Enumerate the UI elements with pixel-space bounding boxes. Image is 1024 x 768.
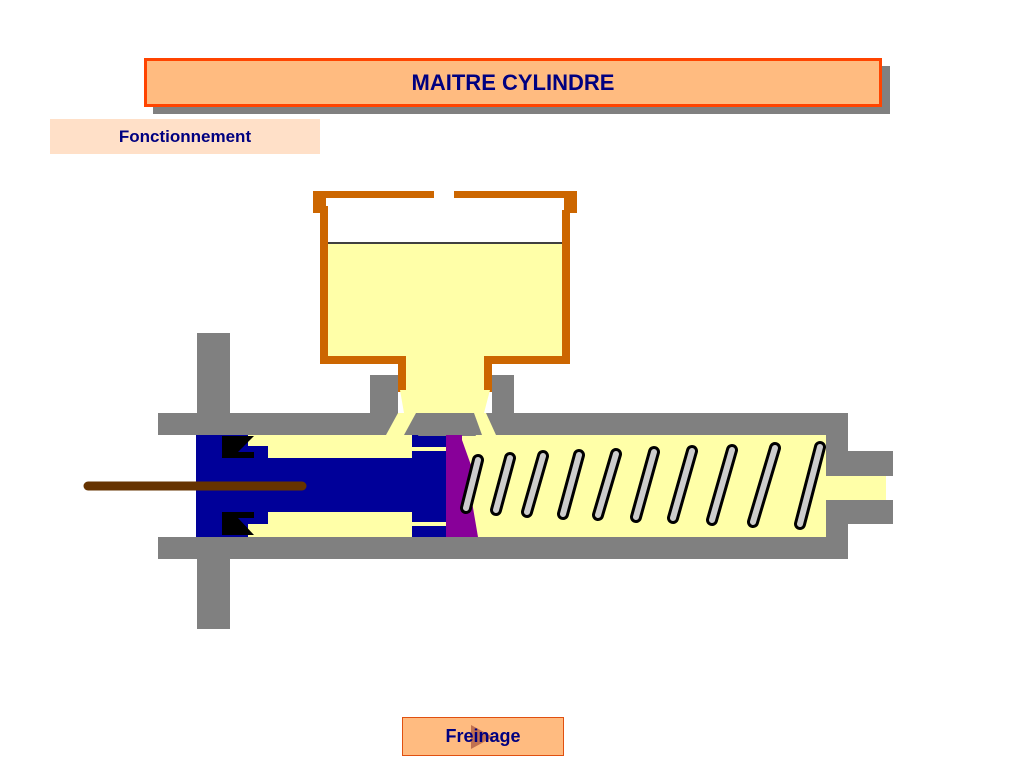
feed-hole-right <box>474 413 496 435</box>
next-step-label: Freinage <box>445 726 521 746</box>
spring-coil <box>667 445 698 524</box>
reservoir-lid-right <box>454 191 577 213</box>
feed-hole-left <box>386 413 416 435</box>
outlet-fluid <box>826 476 886 500</box>
spring-coil <box>706 444 738 526</box>
reservoir-fluid <box>328 244 562 390</box>
return-spring <box>460 441 826 530</box>
reservoir-wall-right <box>484 210 570 392</box>
next-step-button[interactable]: Freinage <box>402 717 564 756</box>
page-title-text: MAITRE CYLINDRE <box>411 69 615 95</box>
reservoir-boss-right <box>492 375 514 435</box>
spring-coil <box>592 448 622 521</box>
rear-seal-top <box>222 436 254 458</box>
page-title: MAITRE CYLINDRE <box>144 58 882 107</box>
spring-coil <box>630 446 660 523</box>
spring-coil <box>557 449 585 520</box>
spring-coil <box>794 441 826 530</box>
play-arrow-icon <box>471 725 493 749</box>
piston-front-head <box>412 435 446 537</box>
outlet-port-bottom <box>848 500 893 524</box>
section-subtitle: Fonctionnement <box>50 119 320 154</box>
spring-coil <box>521 450 549 518</box>
cylinder-wall-bottom <box>158 537 848 559</box>
valve-cone <box>418 413 476 436</box>
reservoir-lid-left <box>313 191 434 213</box>
section-subtitle-text: Fonctionnement <box>118 126 252 146</box>
spring-coil <box>460 454 484 514</box>
rear-seal-bottom <box>222 512 254 535</box>
outlet-port-top <box>848 451 893 476</box>
spring-coil <box>747 442 781 528</box>
spring-coil <box>490 452 516 516</box>
